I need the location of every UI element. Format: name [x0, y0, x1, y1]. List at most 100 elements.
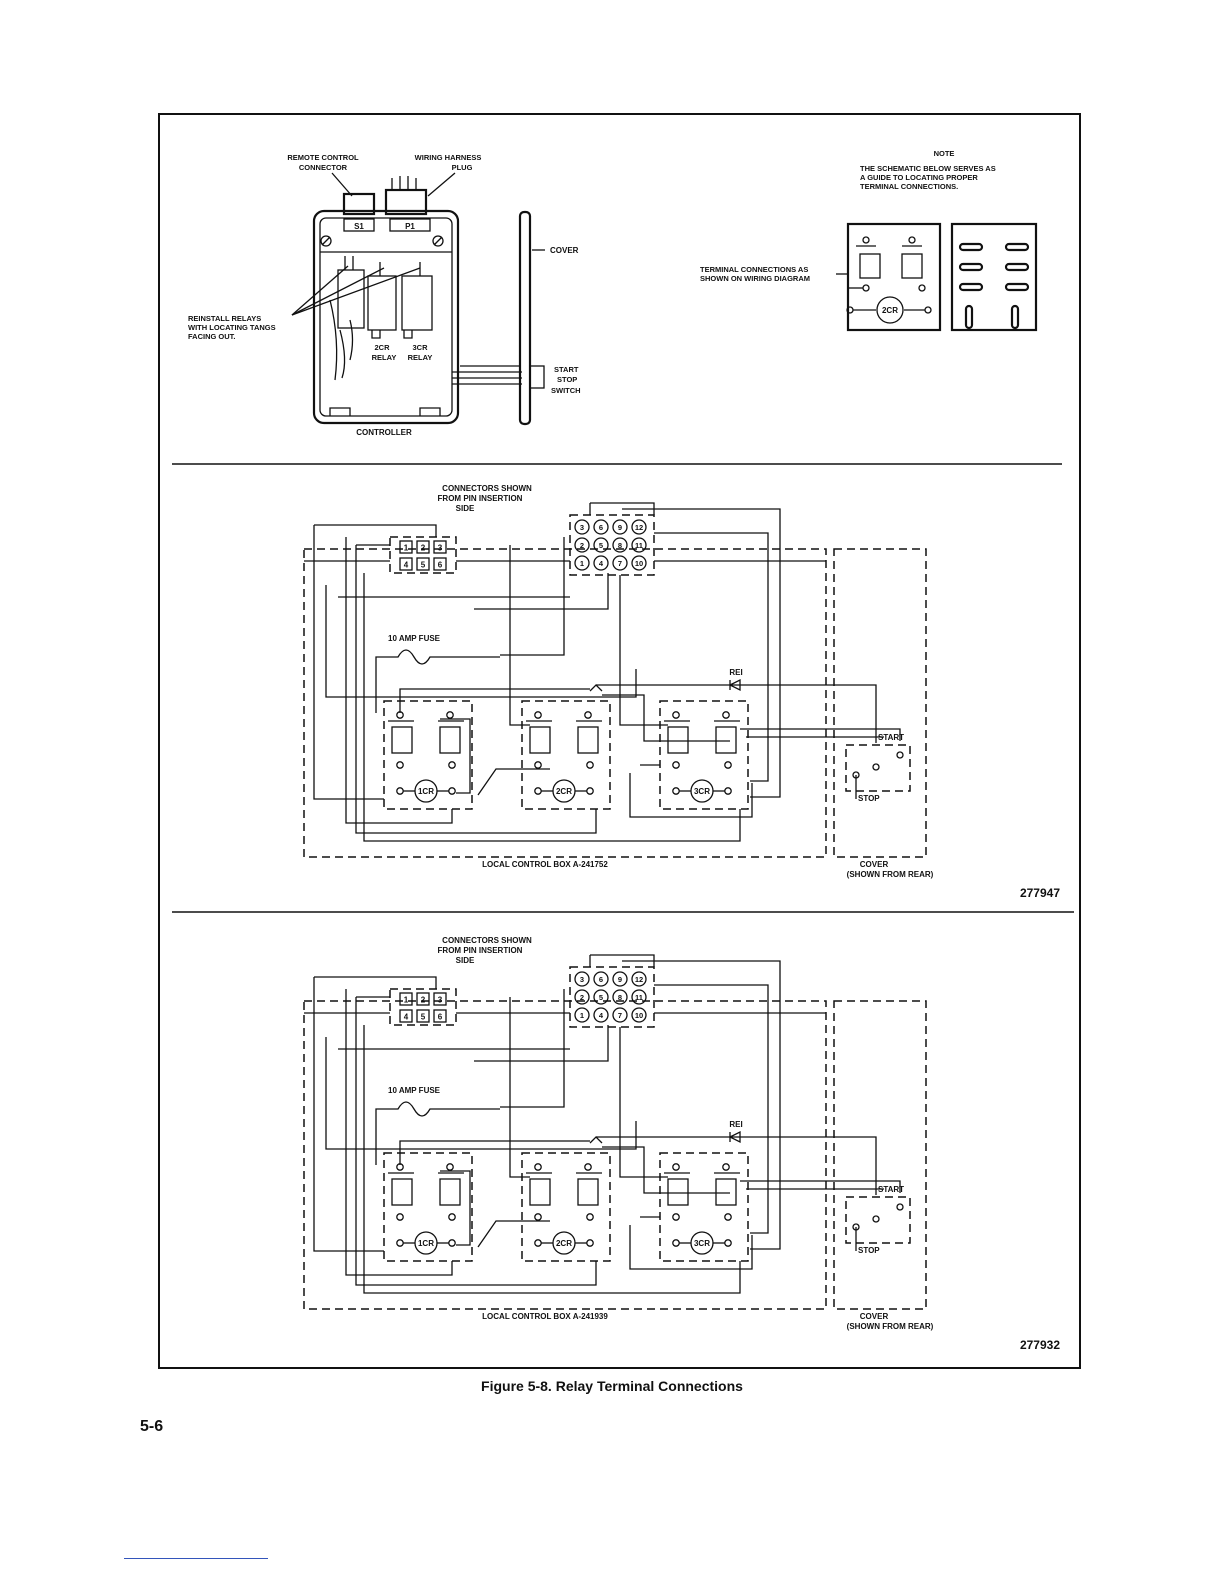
wire — [509, 997, 530, 1178]
connector-a-pin-label: 3 — [438, 544, 443, 553]
local-control-box-label: LOCAL CONTROL BOX A-241752 — [482, 860, 608, 869]
switch-terminal — [852, 1223, 860, 1231]
connector-a-pin — [433, 557, 447, 571]
wire — [740, 728, 901, 741]
connector-b-pin — [593, 537, 609, 553]
connector-a-pin — [416, 557, 430, 571]
wire — [355, 997, 597, 1286]
connector-a-pin-label: 1 — [404, 544, 409, 553]
reinstall-relays-label-2: WITH LOCATING TANGS — [188, 323, 276, 332]
fuse-symbol — [375, 1101, 500, 1165]
connector-b-pin — [612, 971, 628, 987]
connector-b-pin — [593, 519, 609, 535]
local-control-box-outline — [303, 548, 827, 858]
relay-terminal — [672, 1213, 680, 1221]
wire — [596, 1136, 877, 1195]
wire — [602, 1146, 730, 1194]
connector-a — [389, 988, 457, 1026]
connector-b — [569, 966, 655, 1028]
s1-label: S1 — [354, 222, 364, 231]
relay-contact — [667, 726, 689, 754]
connector-b-pin-label: 12 — [635, 523, 643, 532]
connector-b-pin-label: 11 — [635, 993, 643, 1002]
wire — [440, 718, 471, 794]
connector-b-pin — [612, 537, 628, 553]
connector-a-pin-label: 6 — [438, 1013, 443, 1022]
wire — [596, 684, 877, 743]
connector-b-pin — [593, 971, 609, 987]
connector-b-pin — [593, 555, 609, 571]
connector-b-pin-label: 9 — [618, 975, 622, 984]
relay-terminal — [534, 711, 542, 719]
note-text-1: THE SCHEMATIC BELOW SERVES AS — [860, 164, 996, 173]
relay-terminal — [724, 761, 732, 769]
relay-contact — [667, 1178, 689, 1206]
start-label: START — [554, 365, 579, 374]
cover-label: COVER — [550, 246, 579, 255]
relay-terminal — [672, 787, 680, 795]
connector-b-pin-label: 8 — [618, 541, 622, 550]
connector-b-pin-label: 3 — [580, 523, 584, 532]
relay-terminal — [534, 787, 542, 795]
connector-b-pin-label: 10 — [635, 559, 643, 568]
wire — [477, 768, 550, 796]
connector-b — [569, 514, 655, 576]
connector-a-pin — [416, 540, 430, 554]
connector-a-pin — [416, 992, 430, 1006]
relay-terminal — [448, 1213, 456, 1221]
relay-contact — [391, 726, 413, 754]
relay-contact — [529, 726, 551, 754]
wire — [500, 537, 565, 656]
switch-terminal — [872, 763, 880, 771]
connectors-shown-label-1: CONNECTORS SHOWN — [442, 936, 532, 945]
connector-b-pin-label: 12 — [635, 975, 643, 984]
relay-terminal — [446, 1163, 454, 1171]
wire — [622, 508, 781, 798]
wire — [590, 502, 655, 515]
relay-1-outline — [383, 700, 473, 810]
wire — [477, 1220, 550, 1248]
connector-a-pin-label: 4 — [404, 1013, 409, 1022]
connector-a-pin — [399, 992, 413, 1006]
connector-b-pin — [612, 989, 628, 1005]
connector-b-pin-label: 5 — [599, 541, 603, 550]
connector-b-pin — [574, 537, 590, 553]
connectors-shown-label-3: SIDE — [456, 956, 475, 965]
relay-terminal — [586, 787, 594, 795]
relay-terminal — [672, 1163, 680, 1171]
connector-b-pin — [612, 555, 628, 571]
relay-schematic-box — [846, 222, 942, 332]
connector-b-pin — [574, 989, 590, 1005]
relay-terminal — [724, 1213, 732, 1221]
stop-label: STOP — [858, 1246, 880, 1255]
wire — [589, 684, 603, 692]
remote-control-connector-label-1: REMOTE CONTROL — [287, 153, 359, 162]
controller-illustration: REMOTE CONTROL CONNECTOR WIRING HARNESS … — [188, 149, 1038, 437]
relay-terminal — [672, 1239, 680, 1247]
connector-b-pin — [574, 1007, 590, 1023]
connectors-shown-label-2: FROM PIN INSERTION — [438, 946, 523, 955]
relay-terminal — [534, 1239, 542, 1247]
wire — [313, 977, 384, 1252]
footnote-rule — [124, 1558, 268, 1559]
cover-label-1: COVER — [860, 1312, 889, 1321]
wire — [313, 525, 384, 800]
connector-a-pin-label: 1 — [404, 996, 409, 1005]
connector-a-pin — [416, 1009, 430, 1023]
relay-3-outline — [659, 1152, 749, 1262]
wire — [355, 545, 597, 834]
relay-terminal — [724, 1239, 732, 1247]
connector-a-pin-label: 6 — [438, 561, 443, 570]
relay-3cr-label: 3CR — [412, 343, 428, 352]
connector-a-pin-label: 3 — [438, 996, 443, 1005]
schematic-2cr-label: 2CR — [882, 306, 898, 315]
wire — [345, 989, 453, 1276]
connector-a-pin-label: 5 — [421, 1013, 426, 1022]
relay-terminal — [586, 761, 594, 769]
fuse-symbol — [375, 649, 500, 713]
wire — [590, 954, 655, 967]
wire — [325, 585, 637, 698]
part-number: 277947 — [1020, 886, 1060, 900]
relay-terminal — [448, 787, 456, 795]
